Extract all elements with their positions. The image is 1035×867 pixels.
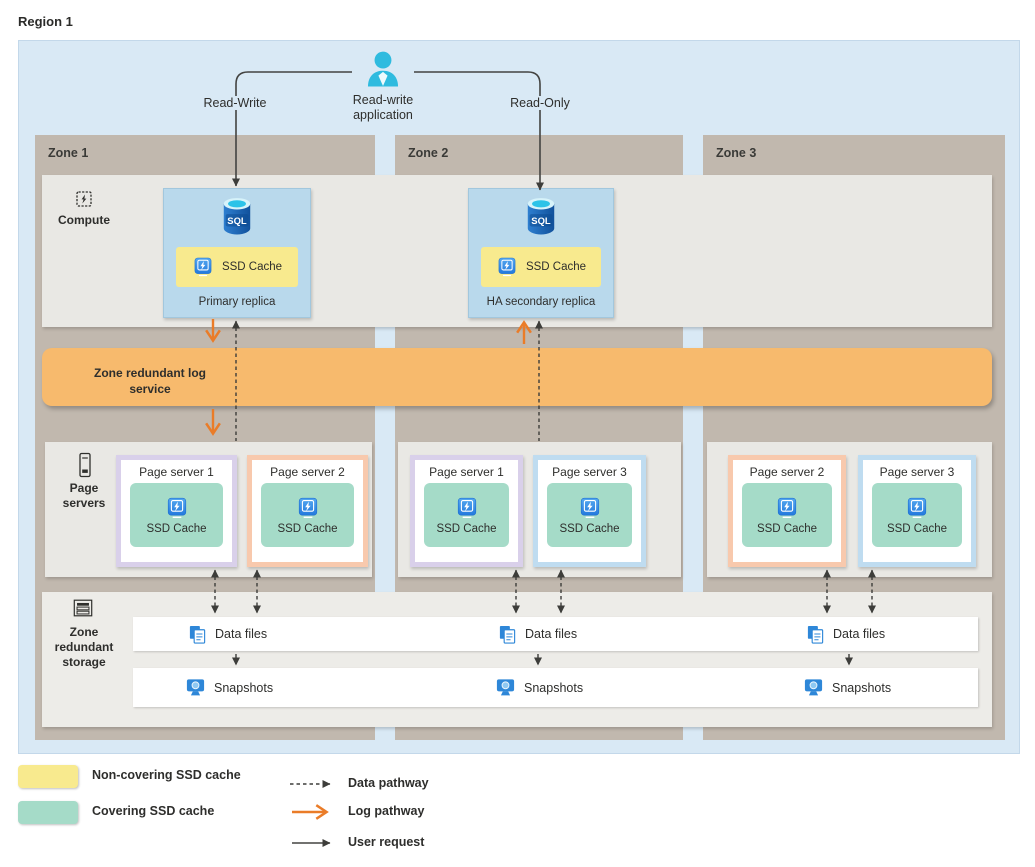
noncovering-ssd-cache-secondary: SSD Cache <box>481 247 601 287</box>
snapshots-zone1: Snapshots <box>185 668 273 707</box>
ssd-cache-label: SSD Cache <box>146 522 207 535</box>
page-server-box: Page server 2 SSD Cache <box>247 455 368 567</box>
page-server-title: Page server 1 <box>429 465 504 479</box>
sql-database-icon <box>220 197 254 237</box>
ssd-cache-label: SSD Cache <box>559 522 620 535</box>
data-files-icon <box>188 624 207 645</box>
read-write-label: Read-Write <box>185 96 285 110</box>
legend-covering-swatch <box>18 801 78 824</box>
page-server-box: Page server 1 SSD Cache <box>116 455 237 567</box>
legend-noncovering-swatch <box>18 765 78 788</box>
ssd-icon <box>192 256 214 278</box>
ssd-cache-label: SSD Cache <box>756 522 818 535</box>
data-files-icon <box>498 624 517 645</box>
snapshots-label: Snapshots <box>524 680 584 695</box>
page-server-box: Page server 2 SSD Cache <box>728 455 846 567</box>
primary-replica-box: SSD Cache Primary replica <box>163 188 311 318</box>
data-files-zone1: Data files <box>188 617 267 651</box>
read-only-label: Read-Only <box>490 96 590 110</box>
ssd-cache-label: SSD Cache <box>525 261 587 273</box>
secondary-replica-caption: HA secondary replica <box>486 296 596 308</box>
region-title: Region 1 <box>18 14 73 29</box>
covering-ssd-cache: SSD Cache <box>742 483 832 547</box>
ssd-cache-label: SSD Cache <box>221 261 283 273</box>
ssd-icon <box>455 496 479 520</box>
snapshots-label: Snapshots <box>832 680 892 695</box>
snapshots-icon <box>803 677 824 698</box>
snapshots-zone3: Snapshots <box>803 668 891 707</box>
page-server-title: Page server 3 <box>552 465 627 479</box>
snapshots-icon <box>495 677 516 698</box>
storage-icon <box>72 597 94 619</box>
ssd-icon <box>905 496 929 520</box>
covering-ssd-cache: SSD Cache <box>130 483 223 547</box>
page-servers-icon <box>77 452 93 478</box>
zone-1-label: Zone 1 <box>48 146 89 160</box>
legend-user-request-label: User request <box>348 835 425 849</box>
data-files-zone2: Data files <box>498 617 577 651</box>
page-server-box: Page server 3 SSD Cache <box>533 455 646 567</box>
ha-secondary-replica-box: SSD Cache HA secondary replica <box>468 188 614 318</box>
data-files-zone3: Data files <box>806 617 885 651</box>
log-service-label: Zone redundant log service <box>94 366 206 396</box>
zone-2-label: Zone 2 <box>408 146 449 160</box>
page-server-box: Page server 1 SSD Cache <box>410 455 523 567</box>
legend-covering-label: Covering SSD cache <box>92 804 215 818</box>
page-server-box: Page server 3 SSD Cache <box>858 455 976 567</box>
covering-ssd-cache: SSD Cache <box>872 483 962 547</box>
snapshots-label: Snapshots <box>214 680 274 695</box>
ssd-icon <box>496 256 518 278</box>
legend-noncovering-label: Non-covering SSD cache <box>92 768 241 782</box>
user-icon <box>361 48 405 92</box>
page-server-title: Page server 2 <box>270 465 345 479</box>
covering-ssd-cache: SSD Cache <box>424 483 509 547</box>
covering-ssd-cache: SSD Cache <box>261 483 354 547</box>
ssd-icon <box>578 496 602 520</box>
app-label: Read-write application <box>323 93 443 123</box>
storage-row-label: Zone redundant storage <box>54 625 114 669</box>
page-servers-row-label: Page servers <box>62 481 106 510</box>
data-files-label: Data files <box>525 627 578 641</box>
covering-ssd-cache: SSD Cache <box>547 483 632 547</box>
log-service-band: Zone redundant log service <box>42 348 992 406</box>
compute-icon <box>74 189 94 209</box>
compute-row-label: Compute <box>58 213 110 227</box>
ssd-icon <box>165 496 189 520</box>
legend-data-pathway-label: Data pathway <box>348 776 429 790</box>
snapshots-icon <box>185 677 206 698</box>
data-files-icon <box>806 624 825 645</box>
noncovering-ssd-cache-primary: SSD Cache <box>176 247 298 287</box>
data-files-strip <box>133 617 978 651</box>
ssd-cache-label: SSD Cache <box>277 522 338 535</box>
sql-database-icon <box>524 197 558 237</box>
page-server-title: Page server 3 <box>879 465 955 479</box>
legend-log-pathway-label: Log pathway <box>348 804 425 818</box>
ssd-cache-label: SSD Cache <box>436 522 497 535</box>
page-server-title: Page server 2 <box>749 465 825 479</box>
primary-replica-caption: Primary replica <box>198 296 276 308</box>
ssd-icon <box>775 496 799 520</box>
data-files-label: Data files <box>833 627 886 641</box>
ssd-icon <box>296 496 320 520</box>
zone-3-label: Zone 3 <box>716 146 757 160</box>
data-files-label: Data files <box>215 627 268 641</box>
page-server-title: Page server 1 <box>139 465 214 479</box>
snapshots-strip <box>133 668 978 707</box>
ssd-cache-label: SSD Cache <box>886 522 948 535</box>
snapshots-zone2: Snapshots <box>495 668 583 707</box>
